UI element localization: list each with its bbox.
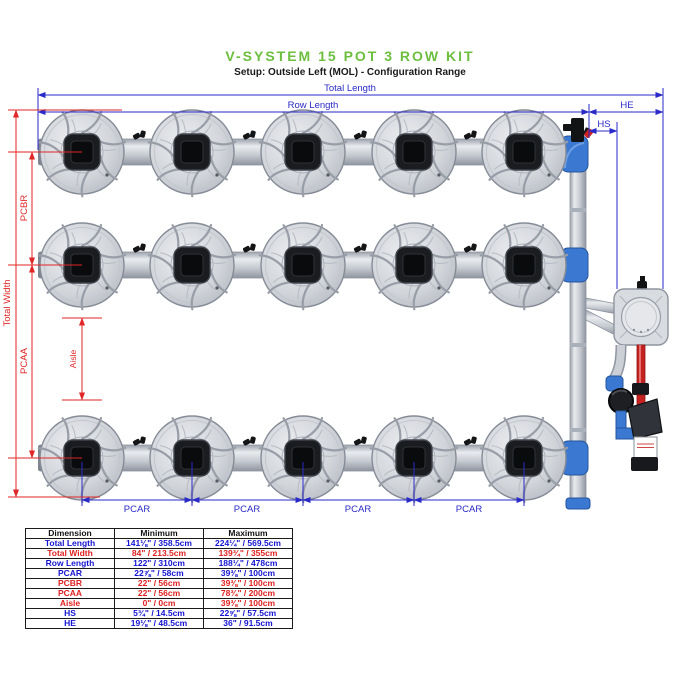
row-label: PCAR <box>25 568 115 579</box>
branch-pipe-lower <box>585 309 618 337</box>
pcbr-label: PCBR <box>19 195 30 222</box>
pot-icon <box>260 110 346 196</box>
row-min: 5¾" / 14.5cm <box>114 608 204 619</box>
branch-pipe-upper <box>585 297 618 315</box>
pot-icon <box>149 110 235 196</box>
table-row: PCBR 22" / 56cm 39⅜" / 100cm <box>25 578 293 589</box>
table-row: HS 5¾" / 14.5cm 22⅝" / 57.5cm <box>25 608 293 619</box>
row-min: 84" / 213.5cm <box>114 548 204 559</box>
red-dimensions <box>8 109 122 498</box>
row-min: 19⅛" / 48.5cm <box>114 618 204 629</box>
page-title: V-SYSTEM 15 POT 3 ROW KIT <box>225 48 475 64</box>
pot-icon <box>371 223 457 309</box>
row-label: HE <box>25 618 115 629</box>
table-row: PCAR 22⅞" / 58cm 39⅜" / 100cm <box>25 568 293 579</box>
pot-icon <box>39 223 125 309</box>
pot-icon <box>260 223 346 309</box>
col-header-minimum: Minimum <box>114 528 204 539</box>
row-max: 224¼" / 569.5cm <box>203 538 293 549</box>
table-row: Total Width 84" / 213.5cm 139¾" / 355cm <box>25 548 293 559</box>
pot-icon <box>149 223 235 309</box>
row-max: 139¾" / 355cm <box>203 548 293 559</box>
col-header-dimension: Dimension <box>25 528 115 539</box>
system-diagram: Total Length Row Length HE HS Total Widt… <box>2 83 669 515</box>
pcar-label-1: PCAR <box>124 504 151 515</box>
row-min: 22" / 56cm <box>114 588 204 599</box>
total-width-label: Total Width <box>2 280 13 327</box>
row-max: 22⅝" / 57.5cm <box>203 608 293 619</box>
row-min: 22" / 56cm <box>114 578 204 589</box>
row-label: PCAA <box>25 588 115 599</box>
table-row: Total Length 141⅛" / 358.5cm 224¼" / 569… <box>25 538 293 549</box>
controller-base <box>631 457 658 471</box>
page-subtitle: Setup: Outside Left (MOL) - Configuratio… <box>234 67 466 78</box>
manifold-bottom-cap <box>565 497 591 510</box>
pcar-label-2: PCAR <box>234 504 261 515</box>
row-max: 39⅜" / 100cm <box>203 578 293 589</box>
row-max: 78¾" / 200cm <box>203 588 293 599</box>
table-row: HE 19⅛" / 48.5cm 36" / 91.5cm <box>25 618 293 629</box>
row-min: 122" / 310cm <box>114 558 204 569</box>
title-block: V-SYSTEM 15 POT 3 ROW KIT Setup: Outside… <box>0 48 700 78</box>
reservoir-assembly <box>585 276 669 471</box>
row-label: Total Length <box>25 538 115 549</box>
table-row: Aisle 0" / 0cm 39⅜" / 100cm <box>25 598 293 609</box>
row-min: 22⅞" / 58cm <box>114 568 204 579</box>
row-max: 36" / 91.5cm <box>203 618 293 629</box>
pot-icon <box>371 110 457 196</box>
col-header-maximum: Maximum <box>203 528 293 539</box>
row-label: Row Length <box>25 558 115 569</box>
aisle-label: Aisle <box>68 350 78 369</box>
row-max: 39⅜" / 100cm <box>203 598 293 609</box>
row-max: 39⅜" / 100cm <box>203 568 293 579</box>
hs-label: HS <box>597 119 610 130</box>
row-label: PCBR <box>25 578 115 589</box>
blue-dimensions <box>37 88 664 506</box>
row-min: 141⅛" / 358.5cm <box>114 538 204 549</box>
tank-lid <box>620 296 662 338</box>
row-label: HS <box>25 608 115 619</box>
row-label: Aisle <box>25 598 115 609</box>
row-max: 188¼" / 478cm <box>203 558 293 569</box>
he-label: HE <box>620 100 633 111</box>
pcar-label-3: PCAR <box>345 504 372 515</box>
pot-icon <box>481 110 567 196</box>
table-header-row: Dimension Minimum Maximum <box>25 528 293 539</box>
tube-coupling <box>632 383 649 395</box>
manifold-pipe <box>565 139 591 510</box>
table-row: PCAA 22" / 56cm 78¾" / 200cm <box>25 588 293 599</box>
pot-icon <box>481 223 567 309</box>
dimension-table: Dimension Minimum Maximum Total Length 1… <box>25 528 293 629</box>
total-length-label: Total Length <box>324 83 376 94</box>
row-min: 0" / 0cm <box>114 598 204 609</box>
table-row: Row Length 122" / 310cm 188¼" / 478cm <box>25 558 293 569</box>
pcar-label-4: PCAR <box>456 504 483 515</box>
controller-body <box>627 398 663 440</box>
pcaa-label: PCAA <box>19 347 30 374</box>
row-length-label: Row Length <box>288 100 339 111</box>
pot-grid <box>39 110 567 502</box>
pot-icon <box>39 110 125 196</box>
row-label: Total Width <box>25 548 115 559</box>
